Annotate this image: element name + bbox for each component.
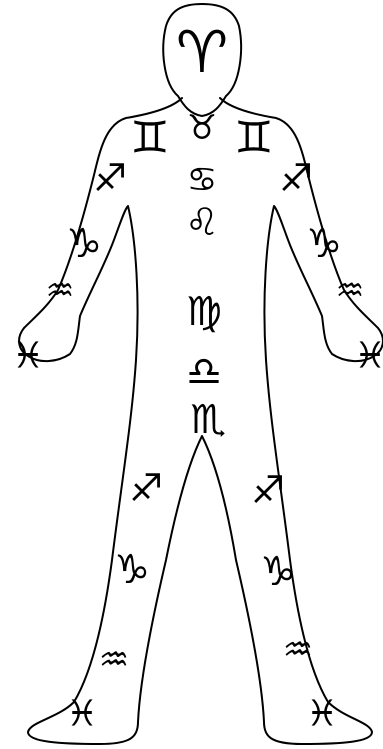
sagittarius-sign-4: ♐ <box>251 468 285 512</box>
sagittarius-sign-3: ♐ <box>129 466 163 510</box>
aquarius-sign-4: ♒ <box>283 630 313 670</box>
capricorn-sign-2: ♑ <box>306 221 342 267</box>
libra-sign-1: ♎ <box>186 349 222 395</box>
taurus-sign-1: ♉ <box>187 108 217 148</box>
gemini-sign-1: ♊ <box>130 113 169 164</box>
cancer-sign-1: ♋ <box>187 160 217 200</box>
pisces-sign-4: ♓ <box>306 694 338 735</box>
capricorn-sign-1: ♑ <box>66 221 102 267</box>
sagittarius-sign-2: ♐ <box>279 156 313 200</box>
scorpio-sign-1: ♏ <box>190 397 226 443</box>
virgo-sign-1: ♍ <box>186 289 222 335</box>
gemini-sign-2: ♊ <box>234 113 273 164</box>
sagittarius-sign-1: ♐ <box>93 156 127 200</box>
aries-sign-1: ♈ <box>176 18 228 86</box>
pisces-sign-3: ♓ <box>66 694 98 735</box>
aquarius-sign-3: ♒ <box>99 640 129 680</box>
aquarius-sign-1: ♒ <box>46 271 75 309</box>
capricorn-sign-4: ♑ <box>260 549 296 595</box>
pisces-sign-2: ♓ <box>354 336 383 377</box>
capricorn-sign-3: ♑ <box>114 547 150 593</box>
aquarius-sign-2: ♒ <box>336 271 365 309</box>
leo-sign-1: ♌ <box>185 200 219 244</box>
pisces-sign-1: ♓ <box>12 336 44 377</box>
